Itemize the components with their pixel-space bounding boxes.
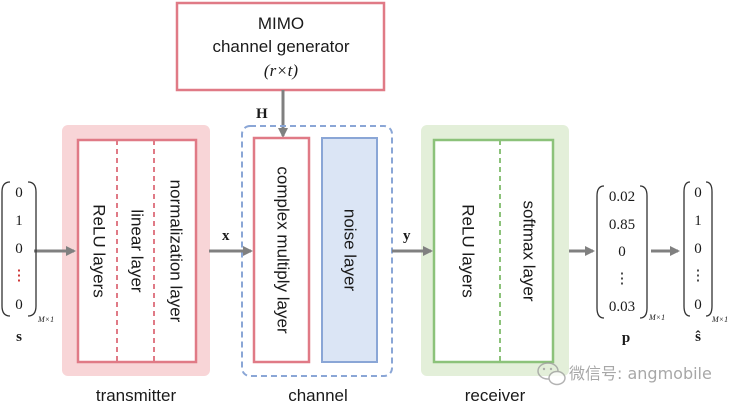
prob-entry-0: 0.02 bbox=[609, 189, 635, 205]
prob-entry-1: 0.85 bbox=[609, 217, 635, 233]
watermark: 微信号: angmobile bbox=[537, 362, 712, 386]
input-entry-2: 0 bbox=[15, 241, 23, 257]
receiver-softmax-layer: softmax layer bbox=[520, 200, 539, 301]
receiver-relu-layers: ReLU layers bbox=[459, 204, 478, 298]
probability-vector-p: 0.02 0.85 0 ⋮ 0.03 M×1 p bbox=[596, 185, 665, 346]
transmitter-block: ReLU layers linear layer normalization l… bbox=[62, 125, 210, 405]
output-entry-2: 0 bbox=[694, 241, 702, 257]
input-entry-1: 1 bbox=[15, 213, 23, 229]
input-vector-size: M×1 bbox=[37, 315, 54, 324]
generator-title: MIMO bbox=[258, 14, 304, 33]
complex-multiply-layer-box bbox=[252, 136, 311, 364]
output-entry-3: ⋮ bbox=[691, 268, 706, 284]
transmitter-linear-layer: linear layer bbox=[128, 209, 147, 292]
output-entry-4: 0 bbox=[694, 297, 702, 313]
channel-block: complex multiply layer noise layer chann… bbox=[241, 125, 393, 405]
transmitter-label: transmitter bbox=[96, 386, 177, 405]
prob-vector-size: M×1 bbox=[648, 313, 665, 322]
signal-s-hat: ŝ bbox=[695, 329, 701, 345]
signal-s: s bbox=[16, 329, 22, 345]
output-vector-s-hat: 0 1 0 ⋮ 0 M×1 ŝ bbox=[683, 181, 728, 345]
transmitter-normalization-layer: normalization layer bbox=[167, 180, 186, 323]
watermark-text: 微信号: angmobile bbox=[569, 364, 712, 383]
receiver-block: ReLU layers softmax layer receiver bbox=[421, 125, 569, 405]
channel-label: channel bbox=[288, 386, 348, 405]
output-entry-1: 1 bbox=[694, 213, 702, 229]
noise-layer-box bbox=[321, 137, 378, 363]
wechat-icon bbox=[537, 362, 566, 386]
receiver-label: receiver bbox=[465, 386, 526, 405]
transmitter-relu-layers: ReLU layers bbox=[90, 204, 109, 298]
input-entry-3: ⋮ bbox=[12, 268, 27, 284]
prob-entry-2: 0 bbox=[618, 244, 626, 260]
input-entry-4: 0 bbox=[15, 297, 23, 313]
generator-subtitle: channel generator bbox=[212, 37, 349, 56]
prob-entry-4: 0.03 bbox=[609, 299, 635, 315]
output-vector-size: M×1 bbox=[711, 315, 728, 324]
signal-h: H bbox=[256, 106, 268, 122]
signal-y: y bbox=[403, 228, 411, 244]
output-entry-0: 0 bbox=[694, 185, 702, 201]
input-entry-0: 0 bbox=[15, 185, 23, 201]
mimo-channel-generator: MIMO channel generator (r×t) bbox=[175, 1, 386, 92]
complex-multiply-layer: complex multiply layer bbox=[274, 166, 293, 334]
generator-dimensions: (r×t) bbox=[264, 61, 298, 80]
input-vector-s: 0 1 0 ⋮ 0 M×1 s bbox=[1, 181, 54, 345]
signal-x: x bbox=[222, 228, 230, 244]
prob-entry-3: ⋮ bbox=[615, 271, 630, 287]
noise-layer: noise layer bbox=[341, 209, 360, 292]
signal-p: p bbox=[622, 330, 630, 346]
